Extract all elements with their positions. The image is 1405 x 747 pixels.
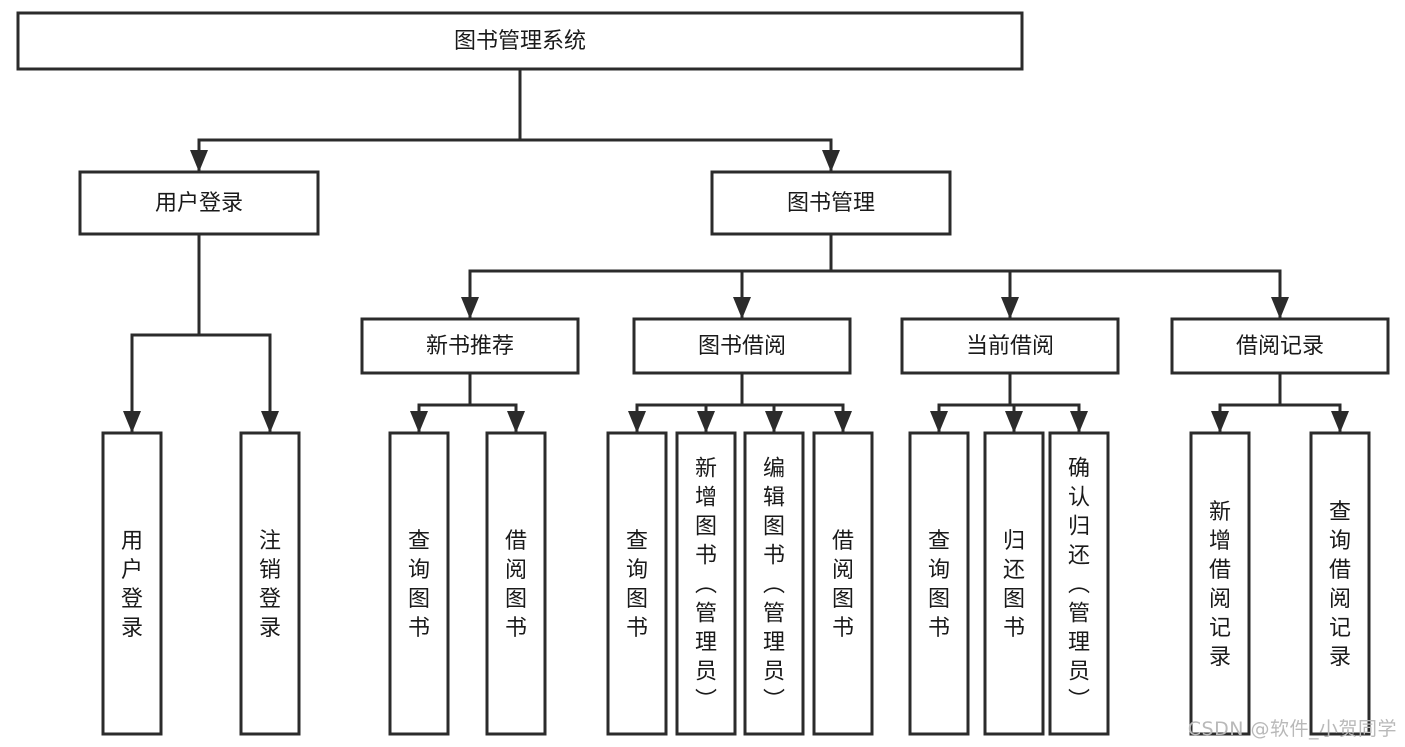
node-layer: 图书管理系统用户登录图书管理新书推荐图书借阅当前借阅借阅记录用户登录注销登录查询… — [16, 11, 1390, 736]
node-label: 新增图书︵管理员︶ — [695, 457, 717, 714]
node-label: 图书借阅 — [698, 334, 786, 359]
node-bookmgmt[interactable]: 图书管理 — [710, 170, 952, 236]
node-leaf-03[interactable]: 查询图书 — [388, 431, 450, 736]
node-borrow[interactable]: 图书借阅 — [632, 317, 852, 375]
node-box[interactable] — [101, 431, 163, 736]
node-box[interactable] — [485, 431, 547, 736]
node-label: 借阅记录 — [1236, 334, 1324, 359]
node-box[interactable] — [239, 431, 301, 736]
arrow-head-icon — [1001, 297, 1019, 319]
node-label: 当前借阅 — [966, 334, 1054, 359]
node-leaf-05[interactable]: 查询图书 — [606, 431, 668, 736]
node-label: 查询借阅记录 — [1329, 500, 1351, 670]
arrow-head-icon — [461, 297, 479, 319]
arrow-head-icon — [765, 411, 783, 433]
node-box[interactable] — [983, 431, 1045, 736]
arrow-head-icon — [410, 411, 428, 433]
arrow-head-icon — [1331, 411, 1349, 433]
node-leaf-04[interactable]: 借阅图书 — [485, 431, 547, 736]
node-box[interactable] — [900, 317, 1120, 375]
arrow-head-icon — [822, 150, 840, 172]
arrow-head-icon — [1271, 297, 1289, 319]
node-records[interactable]: 借阅记录 — [1170, 317, 1390, 375]
node-box[interactable] — [908, 431, 970, 736]
node-label: 编辑图书︵管理员︶ — [763, 457, 785, 714]
node-leaf-02[interactable]: 注销登录 — [239, 431, 301, 736]
node-label: 查询图书 — [408, 529, 430, 641]
arrow-head-icon — [507, 411, 525, 433]
node-box[interactable] — [743, 431, 805, 736]
node-label: 注销登录 — [259, 529, 281, 641]
node-leaf-13[interactable]: 查询借阅记录 — [1309, 431, 1371, 736]
node-login[interactable]: 用户登录 — [78, 170, 320, 236]
node-box[interactable] — [1170, 317, 1390, 375]
node-box[interactable] — [1048, 431, 1110, 736]
node-leaf-09[interactable]: 查询图书 — [908, 431, 970, 736]
node-box[interactable] — [78, 170, 320, 236]
node-leaf-11[interactable]: 确认归还︵管理员︶ — [1048, 431, 1110, 736]
node-label: 图书管理系统 — [454, 29, 586, 54]
arrow-head-icon — [697, 411, 715, 433]
node-box[interactable] — [710, 170, 952, 236]
node-leaf-10[interactable]: 归还图书 — [983, 431, 1045, 736]
arrow-head-icon — [834, 411, 852, 433]
node-label: 借阅图书 — [505, 529, 527, 641]
node-leaf-08[interactable]: 借阅图书 — [812, 431, 874, 736]
node-box[interactable] — [1189, 431, 1251, 736]
node-current[interactable]: 当前借阅 — [900, 317, 1120, 375]
node-label: 归还图书 — [1003, 529, 1025, 641]
node-box[interactable] — [632, 317, 852, 375]
node-root[interactable]: 图书管理系统 — [16, 11, 1024, 71]
arrow-head-icon — [628, 411, 646, 433]
node-box[interactable] — [388, 431, 450, 736]
node-box[interactable] — [675, 431, 737, 736]
node-leaf-07[interactable]: 编辑图书︵管理员︶ — [743, 431, 805, 736]
node-label: 查询图书 — [626, 529, 648, 641]
node-label: 图书管理 — [787, 191, 875, 216]
arrow-head-icon — [930, 411, 948, 433]
arrow-head-icon — [123, 411, 141, 433]
node-box[interactable] — [812, 431, 874, 736]
arrow-head-icon — [1211, 411, 1229, 433]
arrow-head-icon — [261, 411, 279, 433]
node-label: 新增借阅记录 — [1209, 500, 1231, 670]
node-label: 用户登录 — [121, 529, 143, 641]
node-box[interactable] — [1309, 431, 1371, 736]
node-leaf-06[interactable]: 新增图书︵管理员︶ — [675, 431, 737, 736]
arrow-head-icon — [190, 150, 208, 172]
node-leaf-12[interactable]: 新增借阅记录 — [1189, 431, 1251, 736]
node-box[interactable] — [606, 431, 668, 736]
arrow-head-icon — [1070, 411, 1088, 433]
node-label: 查询图书 — [928, 529, 950, 641]
arrow-head-icon — [1005, 411, 1023, 433]
node-leaf-01[interactable]: 用户登录 — [101, 431, 163, 736]
node-box[interactable] — [360, 317, 580, 375]
node-label: 用户登录 — [155, 191, 243, 216]
node-newbook[interactable]: 新书推荐 — [360, 317, 580, 375]
connector-layer — [123, 67, 1349, 434]
node-label: 新书推荐 — [426, 334, 514, 359]
node-label: 确认归还︵管理员︶ — [1068, 457, 1090, 714]
arrow-head-icon — [733, 297, 751, 319]
node-label: 借阅图书 — [832, 529, 854, 641]
node-box[interactable] — [16, 11, 1024, 71]
